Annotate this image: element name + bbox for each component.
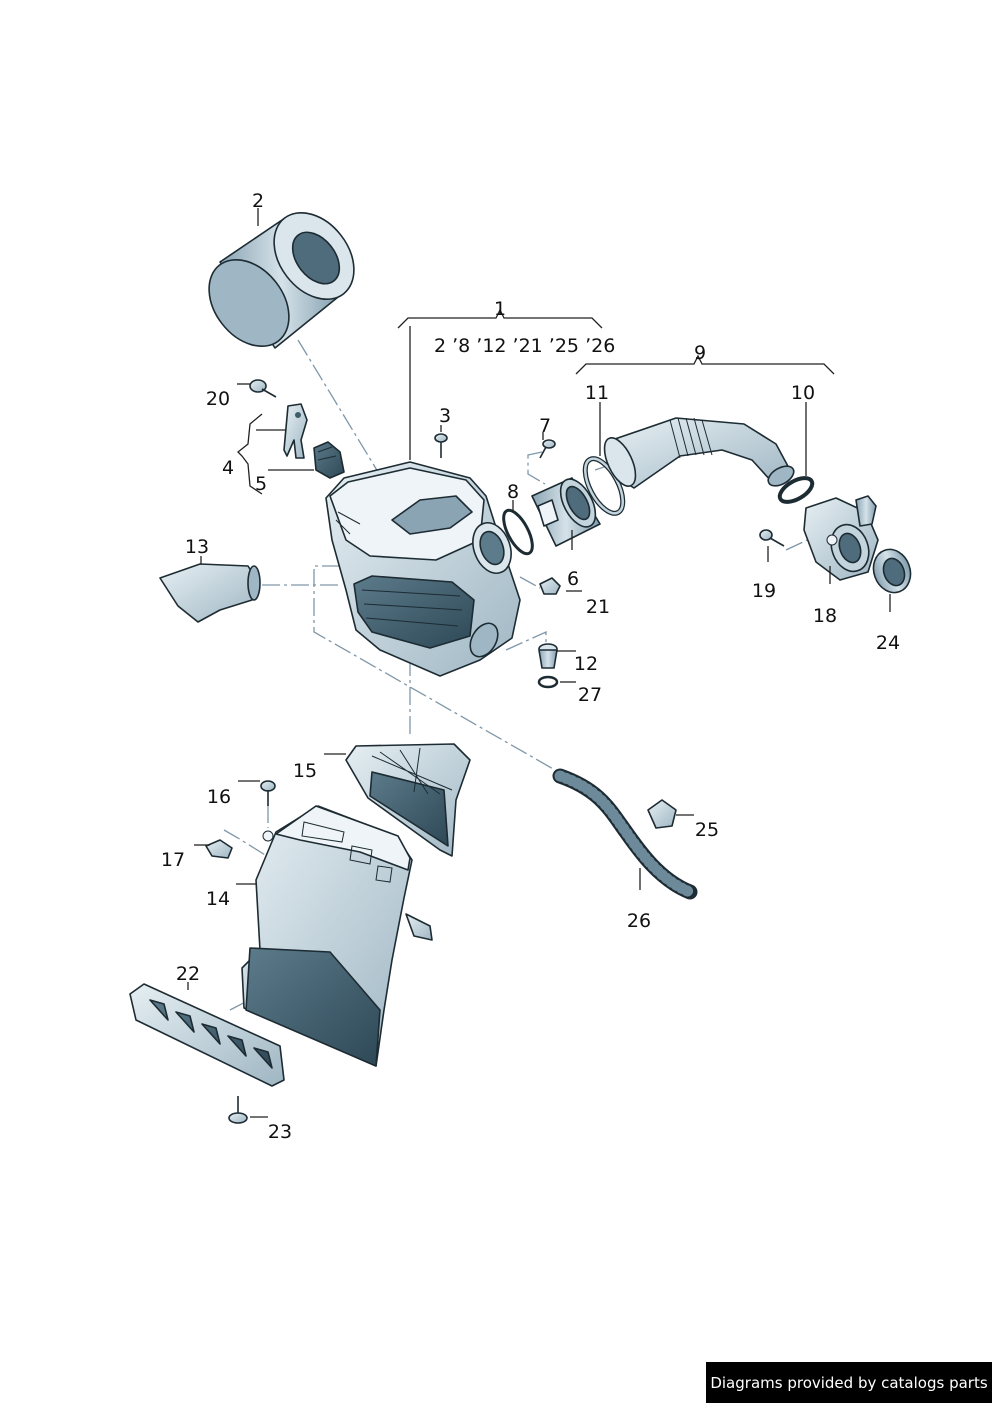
callout-24: 24 (876, 632, 900, 654)
callout-15: 15 (293, 760, 317, 782)
callout-1: 1 (494, 298, 506, 320)
intake-grille-15 (345, 743, 471, 857)
callout-8: 8 (507, 481, 519, 503)
callout-21: 21 (586, 596, 610, 618)
callout-23: 23 (268, 1121, 292, 1143)
leader-lines (187, 208, 891, 1118)
callout-22: 22 (176, 963, 200, 985)
callout-labels: 1 2 ʼ8 ʼ12 ʼ21 ʼ25 ʼ26 2 3 4 5 6 7 8 9 1… (161, 190, 900, 1143)
hose-clamp-10 (777, 476, 815, 504)
bracket-4 (283, 403, 308, 459)
air-inlet-duct-13 (159, 563, 261, 623)
washer-27 (537, 675, 559, 689)
callout-4: 4 (222, 457, 234, 479)
callout-16: 16 (207, 786, 231, 808)
breather-hose-26 (552, 768, 698, 900)
intake-hose (603, 417, 795, 489)
air-filter-element (208, 211, 355, 349)
callout-12: 12 (574, 653, 598, 675)
credit-badge[interactable]: Diagrams provided by catalogs parts (706, 1362, 992, 1403)
callout-7: 7 (539, 415, 551, 437)
screw-19 (759, 529, 785, 547)
callout-10: 10 (791, 382, 815, 404)
screw-23 (228, 1096, 248, 1124)
air-filter-housing (325, 461, 521, 677)
callout-9: 9 (694, 342, 706, 364)
callout-3: 3 (439, 405, 451, 427)
clip-17 (205, 839, 233, 859)
connector-housing-18 (803, 495, 879, 581)
screw-3 (434, 433, 448, 458)
callout-26: 26 (627, 910, 651, 932)
lower-air-duct-14 (241, 805, 433, 1067)
callout-17: 17 (161, 849, 185, 871)
callout-20: 20 (206, 388, 230, 410)
callout-1-subparts: 2 ʼ8 ʼ12 ʼ21 ʼ25 ʼ26 (434, 335, 615, 357)
clip-6 (539, 577, 561, 595)
bolt-16 (260, 780, 276, 806)
grommet-12 (538, 643, 558, 669)
callout-6: 6 (567, 568, 579, 590)
bolt-20 (249, 379, 277, 398)
callout-13: 13 (185, 536, 209, 558)
seal-ring-24 (872, 548, 912, 594)
callout-2: 2 (252, 190, 264, 212)
callout-19: 19 (752, 580, 776, 602)
air-mass-sensor-housing (531, 477, 601, 547)
rubber-mount-5 (313, 441, 345, 479)
screw-7 (539, 439, 556, 459)
hose-clip-25 (647, 799, 677, 829)
callout-14: 14 (206, 888, 230, 910)
callout-11: 11 (585, 382, 609, 404)
callout-18: 18 (813, 605, 837, 627)
o-ring-8 (502, 508, 534, 556)
callout-27: 27 (578, 684, 602, 706)
callout-25: 25 (695, 819, 719, 841)
grille-22 (129, 983, 285, 1087)
callout-5: 5 (255, 473, 267, 495)
